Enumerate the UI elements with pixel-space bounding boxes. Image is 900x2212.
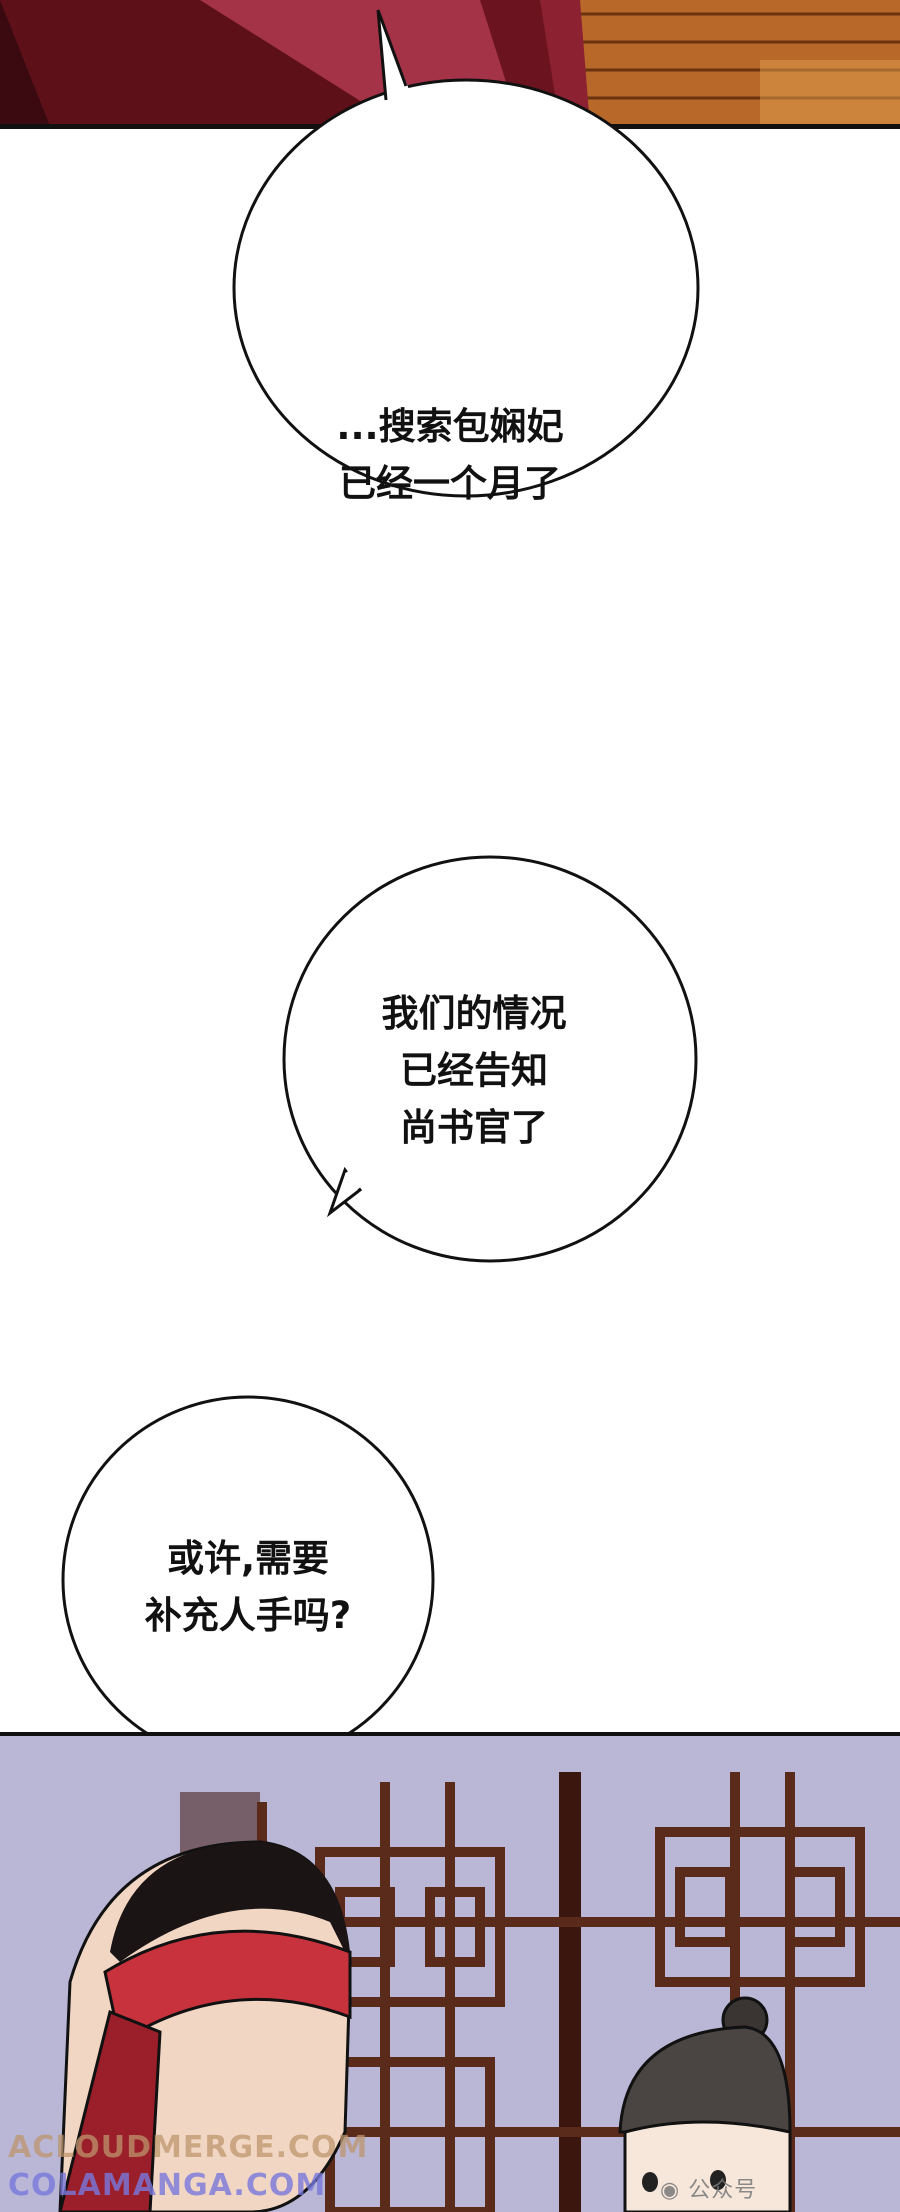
- bubble-3-line-2: 补充人手吗?: [144, 1594, 352, 1637]
- watermark-acloudmerge: ACLOUDMERGE.COM: [8, 2130, 369, 2165]
- bubble-3-line-1: 或许,需要: [166, 1537, 330, 1580]
- bubble-1-line-1: ...搜索包娴妃: [336, 405, 564, 448]
- character-right: [618, 1996, 792, 2212]
- speech-bubble-2: [282, 855, 698, 1263]
- speech-bubbles: [61, 9, 700, 1765]
- bubble-2-line-2: 已经告知: [400, 1049, 548, 1092]
- speech-bubble-1: [232, 9, 700, 498]
- character-left: [58, 1840, 352, 2212]
- top-panel-art: [0, 0, 900, 129]
- bubble-2-line-1: 我们的情况: [381, 992, 567, 1035]
- bubble-2-line-3: 尚书官了: [400, 1106, 548, 1149]
- bubble-1-line-2: 已经一个月了: [338, 462, 561, 505]
- wechat-icon: ◉: [660, 2178, 689, 2203]
- bubble-3-text: 或许,需要 补充人手吗?: [145, 1530, 351, 1644]
- bubble-1-text: ...搜索包娴妃 已经一个月了: [336, 398, 563, 512]
- bottom-panel-art: [0, 1732, 900, 2212]
- wechat-label: 公众号: [688, 2178, 758, 2203]
- bubble-2-text: 我们的情况 已经告知 尚书官了: [382, 985, 567, 1156]
- watermark-colamanga: COLAMANGA.COM: [8, 2168, 327, 2203]
- watermark-wechat: ◉ 公众号: [660, 2172, 757, 2204]
